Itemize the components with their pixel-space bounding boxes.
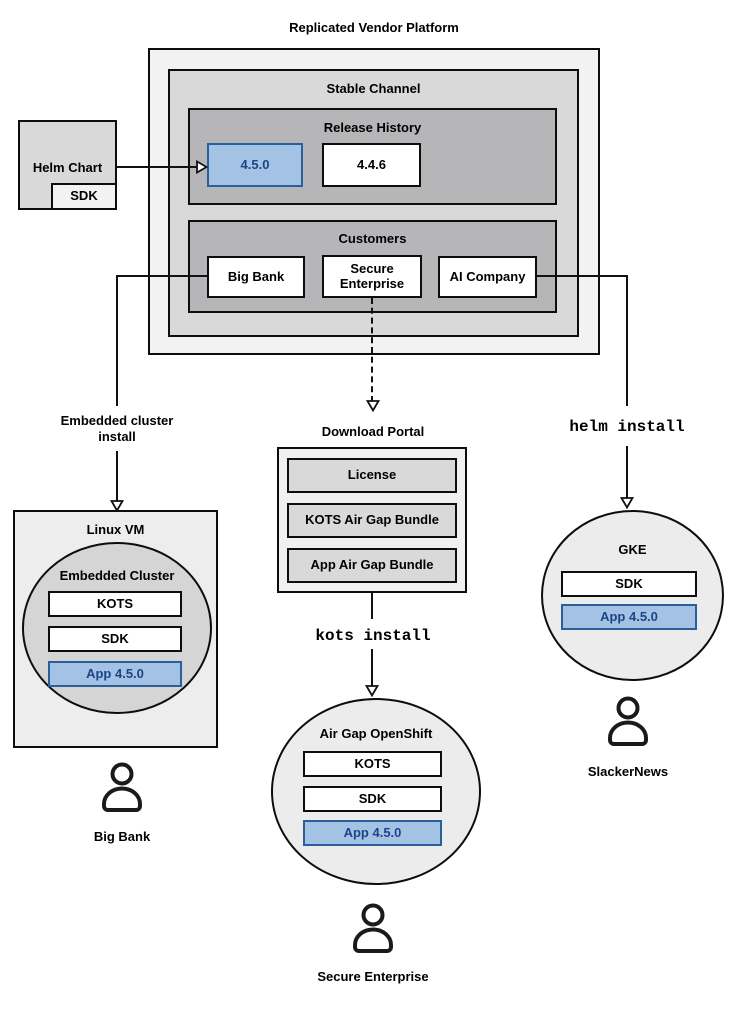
license-box: License [287,458,457,493]
embedded-kots-box: KOTS [48,591,182,617]
gke-app-box: App 4.5.0 [561,604,697,630]
slackernews-persona-label: SlackerNews [587,764,669,779]
embedded-flow-line-upper [116,275,118,406]
secure-enterprise-person-icon [353,903,393,953]
kots-install-label: kots install [315,627,431,645]
gke-title: GKE [618,542,647,557]
down-arrowhead-icon [620,497,634,509]
customer-secure-enterprise-box: Secure Enterprise [322,255,422,298]
customer-big-bank-box: Big Bank [207,256,305,298]
down-arrowhead-icon [110,500,124,512]
customer-ai-company-box: AI Company [438,256,537,298]
helm-flow-line-upper [626,275,628,406]
big-bank-persona-label: Big Bank [93,829,151,844]
helm-chart-arrow-line [117,166,198,168]
gke-sdk-box: SDK [561,571,697,597]
airgap-openshift-title: Air Gap OpenShift [319,726,433,741]
secure-enterprise-persona-label: Secure Enterprise [317,969,429,984]
down-arrowhead-icon [365,685,379,697]
helm-chart-label: Helm Chart [32,160,103,175]
linux-vm-title: Linux VM [86,522,145,537]
helm-install-label: helm install [569,418,685,436]
right-arrowhead-icon [196,160,208,174]
stable-channel-title: Stable Channel [326,81,421,96]
embedded-cluster-title: Embedded Cluster [59,568,175,583]
down-arrowhead-icon [366,400,380,412]
kots-install-arrow-line [371,649,373,687]
download-portal-title: Download Portal [321,424,425,439]
airgap-kots-box: KOTS [303,751,442,777]
helm-chart-sdk-box: SDK [51,183,117,210]
kots-airgap-bundle-box: KOTS Air Gap Bundle [287,503,457,538]
diagram-title: Replicated Vendor Platform [289,20,459,35]
big-bank-connector-line [116,275,207,277]
app-airgap-bundle-box: App Air Gap Bundle [287,548,457,583]
embedded-app-box: App 4.5.0 [48,661,182,687]
embedded-sdk-box: SDK [48,626,182,652]
release-450-box: 4.5.0 [207,143,303,187]
airgap-sdk-box: SDK [303,786,442,812]
customers-title: Customers [338,231,407,246]
release-history-title: Release History [323,120,422,135]
embedded-install-label: Embedded cluster install [60,413,174,444]
airgap-flow-dashed-line [371,298,373,402]
slackernews-person-icon [608,696,648,746]
portal-down-line [371,593,373,619]
big-bank-person-icon [102,762,142,812]
helm-install-arrow-line [626,446,628,498]
release-446-box: 4.4.6 [322,143,421,187]
embedded-arrow-line [116,451,118,502]
ai-company-connector-line [537,275,628,277]
airgap-app-box: App 4.5.0 [303,820,442,846]
